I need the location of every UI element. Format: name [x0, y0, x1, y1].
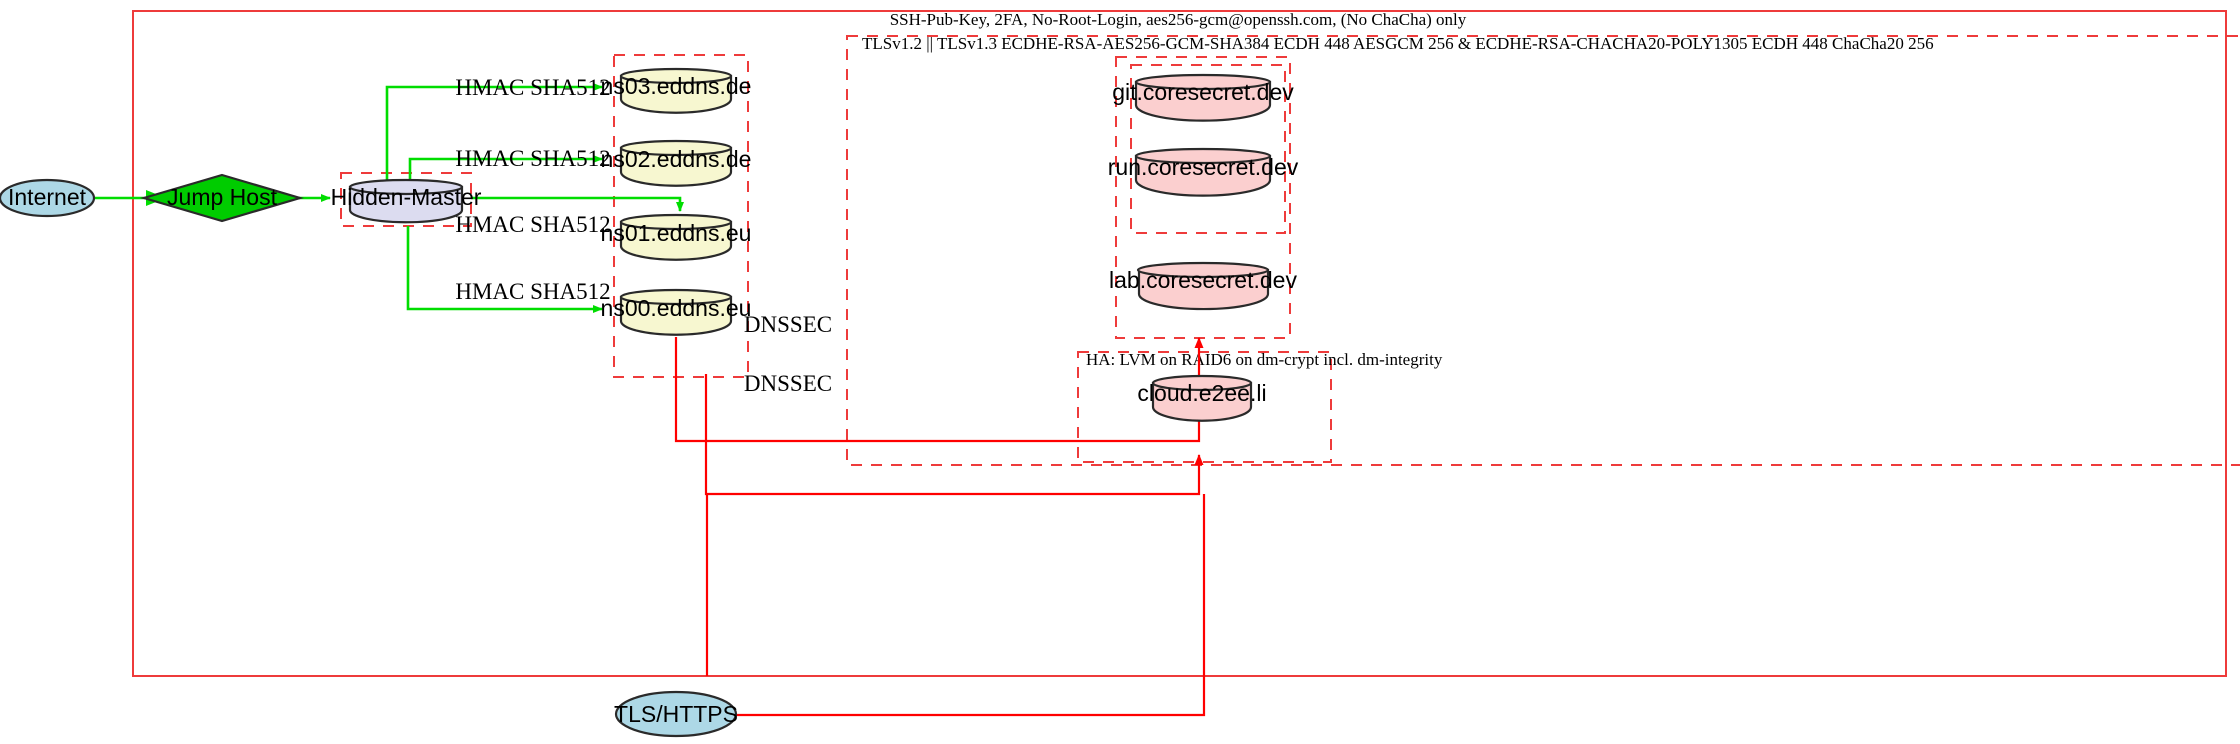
edge-dnssec-bottom: [704, 374, 1204, 496]
edge-hiddenmaster-to-ns03: [385, 83, 603, 180]
node-lab-coresecret-label: lab.coresecret.dev: [1109, 267, 1297, 293]
node-ns01-label: ns01.eddns.eu: [601, 220, 752, 246]
edge-hiddenmaster-to-ns02: [408, 155, 603, 180]
edge-hiddenmaster-to-ns00: [406, 226, 603, 313]
cluster-tls: [846, 35, 2240, 466]
cluster-ssh-label: SSH-Pub-Key, 2FA, No-Root-Login, aes256-…: [890, 10, 1467, 29]
cluster-coresecret-inner: [1130, 64, 1286, 234]
cluster-ssh-outer: [132, 10, 2227, 677]
node-hidden-master-label: Hidden-Master: [331, 184, 482, 210]
node-jump-host[interactable]: Jump Host: [140, 173, 304, 223]
node-lab-coresecret[interactable]: lab.coresecret.dev: [1109, 261, 1297, 311]
node-jump-host-label: Jump Host: [167, 184, 278, 210]
node-hidden-master[interactable]: Hidden-Master: [331, 178, 482, 224]
node-run-coresecret-label: run.coresecret.dev: [1108, 154, 1299, 180]
cluster-hidden-master: [340, 172, 472, 227]
node-git-coresecret[interactable]: git.coresecret.dev: [1112, 73, 1294, 122]
cluster-dns: [613, 54, 749, 378]
cluster-tls-label: TLSv1.2 || TLSv1.3 ECDHE-RSA-AES256-GCM-…: [862, 34, 1934, 53]
node-ns01[interactable]: ns01.eddns.eu: [601, 213, 752, 261]
edge-label-hmac-ns03: HMAC SHA512: [455, 75, 610, 100]
node-tls-https-label: TLS/HTTPS: [614, 701, 738, 727]
edge-label-dnssec-bottom: DNSSEC: [744, 371, 832, 396]
node-run-coresecret[interactable]: run.coresecret.dev: [1108, 147, 1299, 197]
node-ns03[interactable]: ns03.eddns.de: [601, 67, 752, 114]
node-tls-https[interactable]: TLS/HTTPS: [614, 690, 738, 738]
node-ns02-label: ns02.eddns.de: [601, 146, 752, 172]
edge-hiddenmaster-to-ns01: [471, 196, 684, 212]
edge-label-hmac-ns01: HMAC SHA512: [455, 212, 610, 237]
node-internet-label: Internet: [8, 184, 87, 210]
node-cloud-e2ee-label: cloud.e2ee.li: [1137, 380, 1266, 406]
node-ns00-label: ns00.eddns.eu: [601, 295, 752, 321]
cluster-ha: [1077, 351, 1332, 463]
cluster-ha-label: HA: LVM on RAID6 on dm-crypt incl. dm-in…: [1086, 350, 1443, 369]
edge-label-dnssec-top: DNSSEC: [744, 312, 832, 337]
edge-label-hmac-ns00: HMAC SHA512: [455, 279, 610, 304]
node-ns02[interactable]: ns02.eddns.de: [601, 139, 752, 187]
node-ns03-label: ns03.eddns.de: [601, 73, 752, 99]
edge-label-hmac-ns02: HMAC SHA512: [455, 146, 610, 171]
node-cloud-e2ee[interactable]: cloud.e2ee.li: [1137, 374, 1267, 422]
node-internet[interactable]: Internet: [0, 178, 96, 218]
node-ns00[interactable]: ns00.eddns.eu: [601, 288, 752, 336]
edge-tlshttps-to-cluster: [735, 494, 1206, 717]
node-git-coresecret-label: git.coresecret.dev: [1112, 79, 1294, 105]
